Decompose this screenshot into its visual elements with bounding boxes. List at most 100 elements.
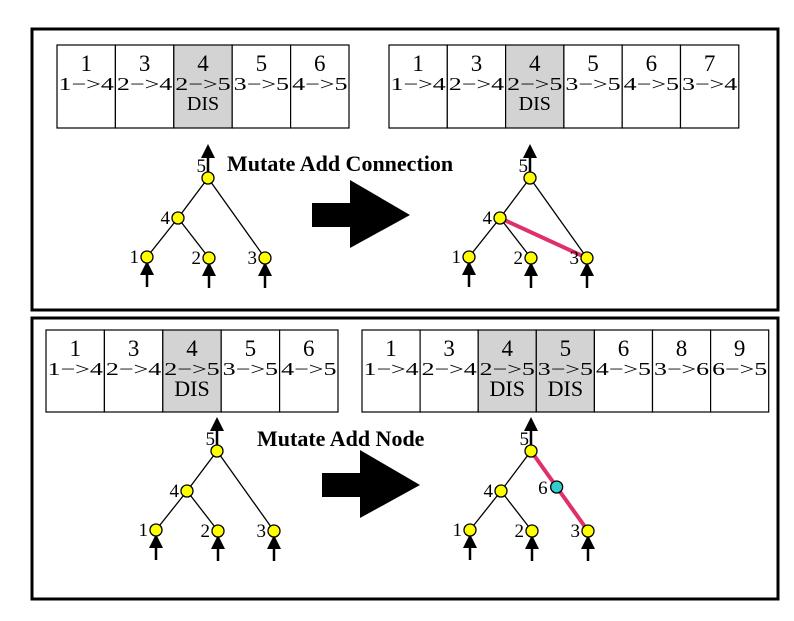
node-circle bbox=[258, 251, 272, 265]
arrow-head bbox=[524, 262, 538, 276]
gene-innovation-number: 6 bbox=[314, 51, 326, 76]
node-4: 4 bbox=[161, 208, 185, 229]
node-3: 3 bbox=[571, 521, 595, 542]
input-arrow-3 bbox=[258, 262, 272, 288]
gene-disabled-label: DIS bbox=[187, 93, 219, 115]
gene-5: 53−>5 bbox=[231, 44, 292, 129]
gene-7: 73−>4 bbox=[679, 44, 740, 129]
input-arrow-1 bbox=[462, 261, 476, 287]
edge-3-5 bbox=[207, 177, 266, 259]
gene-disabled-label: DIS bbox=[174, 376, 209, 401]
arrow-head bbox=[201, 144, 215, 158]
panel-add-connection-frame bbox=[30, 27, 780, 312]
gene-cell bbox=[477, 329, 537, 413]
arrow-head bbox=[462, 261, 476, 275]
edge-2-4 bbox=[177, 217, 210, 259]
node-label: 1 bbox=[130, 247, 140, 268]
arrow-head bbox=[149, 534, 163, 548]
node-1: 1 bbox=[130, 247, 154, 268]
gene-innovation-number: 5 bbox=[587, 51, 599, 76]
gene-innovation-number: 6 bbox=[646, 51, 658, 76]
edge-4-5 bbox=[499, 177, 531, 219]
node-label: 5 bbox=[520, 429, 530, 450]
transform-arrow-add-connection bbox=[312, 180, 410, 248]
gene-cell bbox=[290, 44, 350, 129]
gene-connection: 2−>5 bbox=[480, 359, 535, 379]
node-label: 4 bbox=[170, 481, 180, 502]
gene-innovation-number: 1 bbox=[80, 51, 92, 76]
gene-connection: 2−>4 bbox=[449, 74, 504, 94]
gene-3: 32−>4 bbox=[103, 329, 164, 413]
gene-innovation-number: 6 bbox=[618, 336, 630, 361]
edge-2-4 bbox=[500, 490, 533, 532]
arrow-head bbox=[267, 535, 281, 549]
gene-connection: 1−>4 bbox=[364, 359, 419, 379]
gene-connection: 2−>5 bbox=[175, 74, 230, 94]
gene-connection: 1−>4 bbox=[391, 74, 446, 94]
arrow-head bbox=[140, 261, 154, 275]
gene-disabled-label: DIS bbox=[519, 93, 551, 115]
node-1: 1 bbox=[452, 247, 476, 268]
gene-innovation-number: 9 bbox=[734, 336, 746, 361]
gene-cell bbox=[593, 329, 654, 413]
gene-connection: 3−>5 bbox=[223, 359, 278, 379]
arrow-head bbox=[211, 535, 225, 549]
arrow-head bbox=[525, 535, 539, 549]
input-arrow-1 bbox=[463, 534, 477, 560]
gene-cell bbox=[651, 329, 712, 413]
arrow-head bbox=[524, 417, 538, 431]
gene-cell bbox=[173, 44, 233, 129]
node-4: 4 bbox=[483, 208, 507, 229]
gene-3: 32−>4 bbox=[446, 44, 507, 129]
node-1: 1 bbox=[139, 520, 163, 541]
gene-connection: 3−>5 bbox=[565, 74, 620, 94]
title-add-connection: Mutate Add Connection bbox=[227, 151, 453, 176]
gene-innovation-number: 1 bbox=[69, 336, 81, 361]
gene-innovation-number: 5 bbox=[256, 51, 268, 76]
gene-connection: 2−>4 bbox=[117, 74, 172, 94]
node-5: 5 bbox=[197, 156, 215, 185]
gene-innovation-number: 5 bbox=[245, 336, 257, 361]
node-circle bbox=[550, 480, 564, 494]
gene-cell bbox=[446, 44, 507, 129]
gene-connection: 6−>5 bbox=[712, 359, 767, 379]
gene-9: 96−>5 bbox=[709, 329, 770, 413]
gene-innovation-number: 8 bbox=[676, 336, 688, 361]
node-circle bbox=[580, 251, 594, 265]
node-2: 2 bbox=[515, 521, 539, 542]
node-circle bbox=[201, 171, 215, 185]
gene-1: 11−>4 bbox=[56, 44, 117, 129]
gene-cell bbox=[279, 329, 339, 413]
input-arrow-1 bbox=[149, 534, 163, 560]
node-3: 3 bbox=[570, 248, 594, 269]
node-label: 2 bbox=[192, 248, 202, 269]
gene-innovation-number: 6 bbox=[303, 336, 315, 361]
arrow-head bbox=[581, 535, 595, 549]
arrow-head bbox=[523, 144, 537, 158]
gene-innovation-number: 3 bbox=[443, 336, 455, 361]
gene-6: 64−>5 bbox=[279, 329, 339, 413]
gene-5: 53−>5 bbox=[220, 329, 281, 413]
edge-1-4 bbox=[469, 490, 502, 531]
node-2: 2 bbox=[192, 248, 216, 269]
gene-disabled-label: DIS bbox=[548, 376, 583, 401]
node-6-new: 6 bbox=[538, 478, 564, 499]
node-label: 6 bbox=[538, 478, 548, 499]
edge-1-4 bbox=[155, 490, 188, 531]
gene-cell bbox=[388, 44, 448, 129]
gene-1: 11−>4 bbox=[361, 329, 421, 413]
node-label: 2 bbox=[515, 521, 525, 542]
node-label: 2 bbox=[514, 248, 524, 269]
edge-2-4 bbox=[186, 490, 219, 532]
gene-cell bbox=[103, 329, 164, 413]
node-label: 4 bbox=[484, 481, 494, 502]
node-label: 5 bbox=[206, 429, 216, 450]
node-circle bbox=[524, 251, 538, 265]
gene-1: 11−>4 bbox=[45, 329, 106, 413]
node-3: 3 bbox=[257, 521, 281, 542]
